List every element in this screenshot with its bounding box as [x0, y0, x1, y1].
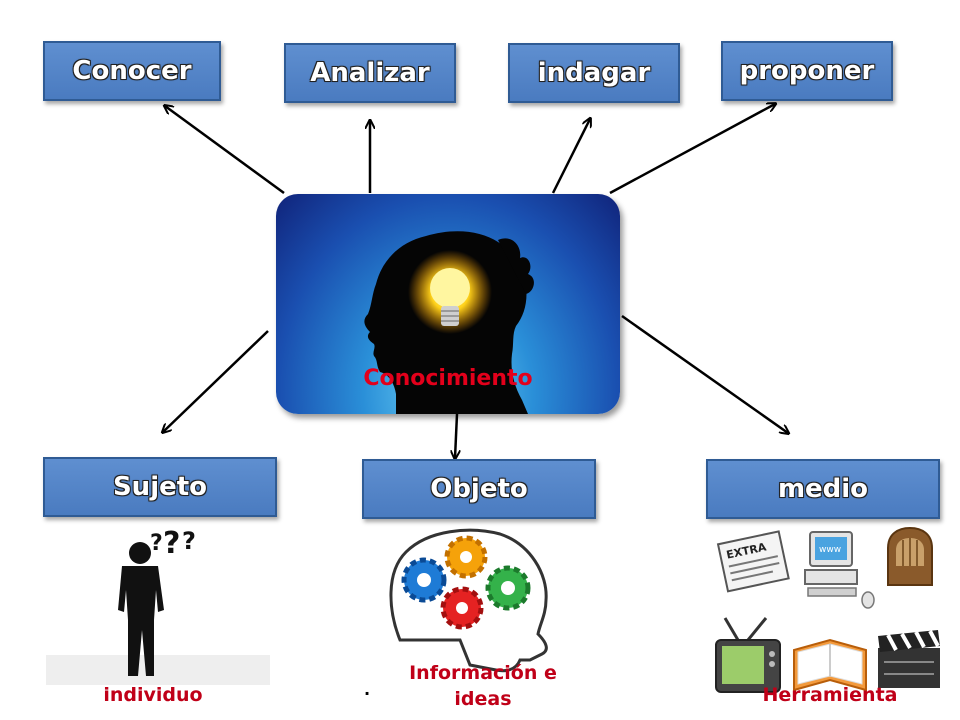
head-silhouette-icon — [364, 231, 534, 414]
node-indagar-label: indagar — [537, 58, 651, 88]
caption-individuo: individuo — [103, 684, 203, 706]
node-sujeto: Sujeto — [43, 457, 277, 517]
arrow-to-conocer — [165, 106, 285, 195]
node-objeto-label: Objeto — [430, 474, 528, 504]
node-analizar-label: Analizar — [310, 58, 430, 88]
node-medio-label: medio — [777, 474, 869, 504]
node-sujeto-label: Sujeto — [112, 472, 208, 502]
node-indagar: indagar — [508, 43, 680, 103]
node-analizar: Analizar — [284, 43, 456, 103]
node-conocimiento-label: Conocimiento — [363, 366, 533, 391]
caption-informacion-line2: ideas — [454, 688, 512, 710]
node-conocer-label: Conocer — [72, 56, 192, 86]
arrow-to-indagar — [551, 119, 590, 194]
node-medio: medio — [706, 459, 940, 519]
caption-informacion: Información e ideas — [398, 660, 568, 712]
arrow-to-objeto — [455, 413, 457, 458]
arrow-to-proponer — [609, 104, 775, 195]
node-objeto: Objeto — [362, 459, 596, 519]
node-conocer: Conocer — [43, 41, 221, 101]
arrow-to-sujeto — [163, 330, 269, 432]
node-proponer-label: proponer — [739, 56, 875, 86]
caption-herramienta: Herramienta — [762, 684, 898, 706]
caption-dot: . — [363, 680, 371, 699]
node-conocimiento: Conocimiento — [276, 194, 620, 414]
caption-informacion-line1: Información e — [409, 662, 557, 684]
node-proponer: proponer — [721, 41, 893, 101]
arrow-to-medio — [621, 314, 788, 433]
